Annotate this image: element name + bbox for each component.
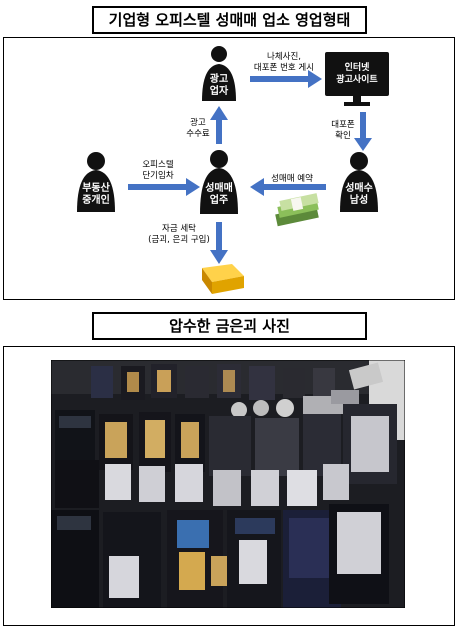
node-owner-label: 성매매 업주 — [205, 183, 233, 206]
edge-label-broker-to-owner: 오피스텔 단기임차 — [142, 160, 174, 181]
person-icon — [77, 152, 115, 212]
seized-gold-silver-photo — [51, 360, 405, 608]
gold-bar-icon — [202, 264, 244, 294]
arrow-owner-to-gold — [210, 222, 228, 264]
photo-title: 압수한 금은괴 사진 — [92, 312, 367, 340]
edge-label-customer-to-owner: 성매매 예약 — [271, 174, 313, 184]
edge-label-owner-to-ad: 광고 수수료 — [186, 118, 210, 139]
arrow-broker-to-owner — [128, 178, 200, 196]
edge-label-ad-to-internet: 나체사진, 대포폰 번호 게시 — [253, 52, 315, 73]
edge-label-internet-to-customer: 대포폰 확인 — [331, 120, 355, 141]
arrow-ad-to-internet — [250, 70, 322, 88]
cash-icon — [275, 193, 319, 227]
node-customer-label: 성매수 남성 — [345, 183, 373, 206]
diagram-title: 기업형 오피스텔 성매매 업소 영업형태 — [92, 6, 367, 34]
node-internet-label: 인터넷 광고사이트 — [336, 63, 378, 85]
arrow-internet-to-customer — [354, 112, 372, 151]
monitor-icon — [325, 52, 389, 106]
item-row-silver — [55, 460, 349, 508]
node-broker-label: 부동산 중개인 — [82, 183, 110, 206]
arrow-owner-to-ad — [210, 106, 228, 144]
item-row-top — [91, 364, 359, 418]
person-icon — [200, 150, 238, 214]
item-row-middle — [55, 404, 397, 490]
edge-label-owner-to-gold: 자금 세탁 (금괴, 은괴 구입) — [148, 224, 210, 245]
person-icon — [340, 152, 378, 212]
person-icon — [202, 46, 236, 101]
item-row-bottom — [51, 504, 389, 608]
arrow-customer-to-owner — [250, 178, 326, 196]
arrows — [128, 70, 372, 264]
photo-illustration — [51, 360, 405, 608]
node-ad-agent-label: 광고 업자 — [209, 74, 229, 97]
